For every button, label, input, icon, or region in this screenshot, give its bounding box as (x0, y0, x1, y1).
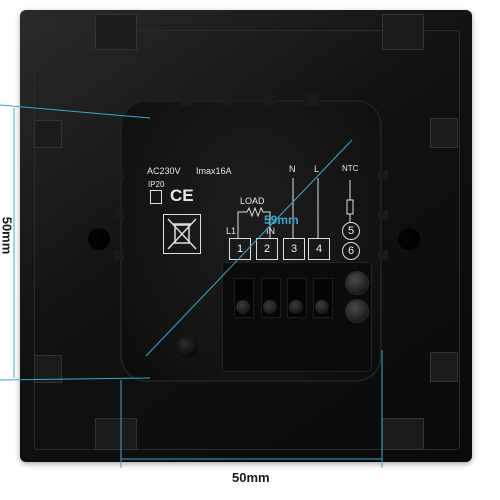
module-fin (114, 170, 124, 180)
screw-head (236, 300, 250, 314)
plate-rim (34, 30, 460, 450)
ntc-screw-bottom (346, 300, 368, 322)
ntc-terminal-5: 5 (342, 222, 360, 240)
double-insulation-icon (150, 190, 162, 204)
ntc-screw-top (346, 272, 368, 294)
width-dimension-label: 50mm (232, 470, 270, 485)
terminal-4: 4 (308, 238, 330, 260)
sensor-window (176, 336, 198, 358)
screw-head (263, 300, 277, 314)
ce-mark-icon: CE (170, 186, 194, 205)
right-lower-clip (430, 352, 458, 382)
voltage-rating: AC230V (147, 166, 181, 176)
module-fin (180, 94, 192, 106)
module-fin (114, 210, 124, 220)
weee-bin-icon (163, 214, 201, 254)
module-fin (264, 94, 276, 106)
diagonal-dimension-label: 59mm (264, 213, 299, 227)
top-right-clip (382, 14, 424, 50)
terminal-3: 3 (283, 238, 305, 260)
load-label: LOAD (240, 196, 265, 206)
right-mounting-hole (398, 228, 420, 250)
right-upper-clip (430, 118, 458, 148)
module-fin (378, 250, 388, 260)
terminal-2: 2 (256, 238, 278, 260)
bottom-left-clip (95, 418, 137, 450)
l1-label: L1 (226, 226, 237, 236)
module-fin (222, 94, 234, 106)
top-left-clip (95, 14, 137, 50)
module-fin (114, 250, 124, 260)
current-rating: Imax16A (196, 166, 232, 176)
screw-head (315, 300, 329, 314)
module-fin (378, 210, 388, 220)
ntc-terminal-6: 6 (342, 242, 360, 260)
terminal-1: 1 (229, 238, 251, 260)
left-mounting-hole (88, 228, 110, 250)
ntc-label: NTC (342, 164, 359, 173)
l-label: L (314, 164, 320, 174)
height-dimension-label: 50mm (0, 216, 15, 255)
screw-head (289, 300, 303, 314)
ip-rating: IP20 (148, 180, 165, 189)
n-label: N (289, 164, 296, 174)
left-lower-clip (34, 355, 62, 383)
left-upper-clip (34, 120, 62, 148)
module-fin (378, 170, 388, 180)
module-fin (306, 94, 318, 106)
